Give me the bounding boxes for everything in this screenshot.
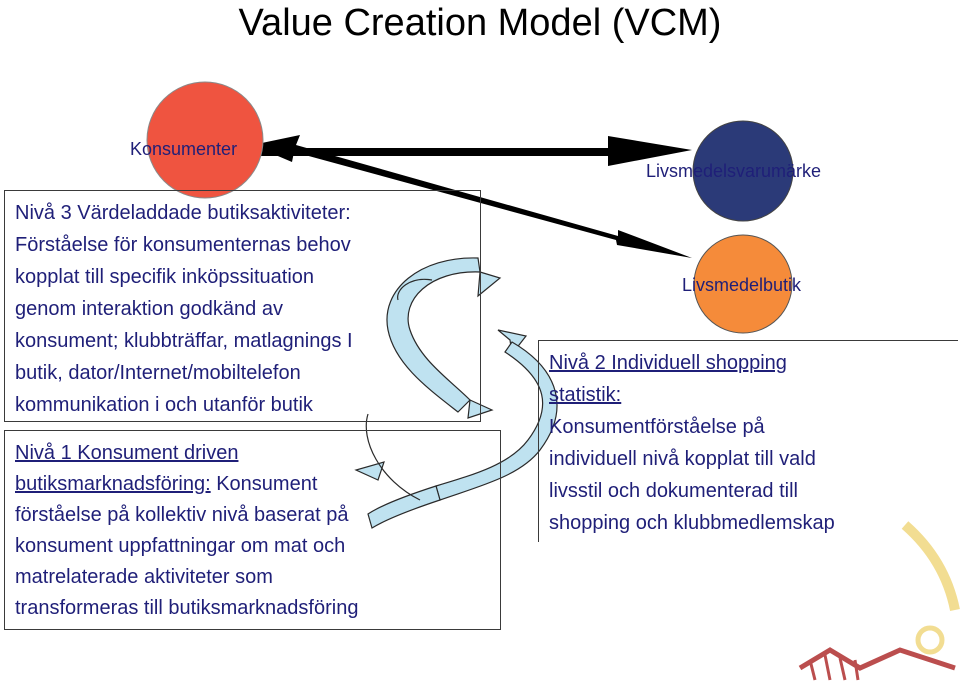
level-2-line: Konsumentförståelse på <box>549 416 765 438</box>
konsumenter-circle <box>146 81 264 199</box>
level-2-line: livsstil och dokumenterad till <box>549 480 798 502</box>
level-3-line: konsument; klubbträffar, matlagnings I <box>15 330 353 352</box>
level-1-line: transformeras till butiksmarknadsföring <box>15 597 359 619</box>
level-2-heading: Nivå 2 Individuell shopping <box>549 352 787 374</box>
level-2-line: shopping och klubbmedlemskap <box>549 512 835 534</box>
page-title: Value Creation Model (VCM) <box>238 2 722 44</box>
livsmedelbutik-label: Livsmedelbutik <box>682 275 802 295</box>
university-seal-logo <box>798 521 960 681</box>
level-1-line: förståelse på kollektiv nivå baserat på <box>15 504 349 526</box>
level-3-line: kopplat till specifik inköpssituation <box>15 266 315 288</box>
level-3-heading: Nivå 3 Värdeladdade butiksaktiviteter: <box>15 202 351 224</box>
konsumenter-label: Konsumenter <box>130 139 238 159</box>
level-1-heading-rest: Konsument <box>210 473 318 495</box>
level-3-line: genom interaktion godkänd av <box>15 298 283 320</box>
arrow-top-right-head <box>232 136 692 166</box>
level-1-line: matrelaterade aktiviteter som <box>15 566 273 588</box>
level-1-heading: Nivå 1 Konsument driven <box>15 442 239 464</box>
arrow-to-konsumenter-head <box>252 135 692 258</box>
level-2-box: Nivå 2 Individuell shopping statistik: K… <box>538 340 958 542</box>
level-3-line: butik, dator/Internet/mobiltelefon <box>15 362 301 384</box>
level-3-box: Nivå 3 Värdeladdade butiksaktiviteter: F… <box>4 190 481 422</box>
level-1-box: Nivå 1 Konsument driven butiksmarknadsfö… <box>4 430 501 630</box>
level-3-line: kommunikation i och utanför butik <box>15 394 313 416</box>
level-3-line: Förståelse för konsumenternas behov <box>15 234 351 256</box>
level-1-heading-cont: butiksmarknadsföring: <box>15 473 211 495</box>
level-2-line: individuell nivå kopplat till vald <box>549 448 816 470</box>
livsmedelbutik-circle <box>693 234 793 334</box>
level-1-line: konsument uppfattningar om mat och <box>15 535 346 557</box>
livsmedelsvarumarke-circle <box>692 120 794 222</box>
level-2-heading-cont: statistik: <box>549 384 622 406</box>
livsmedelsvarumarke-label: Livsmedelsvarumärke <box>646 161 822 181</box>
